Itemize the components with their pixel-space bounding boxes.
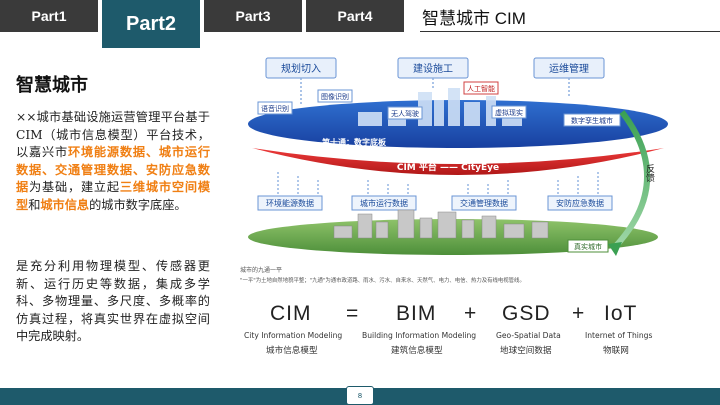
- section-heading: 智慧城市: [16, 75, 88, 96]
- tab-part1[interactable]: Part1: [0, 0, 98, 32]
- real-buildings: [333, 209, 549, 239]
- top-box-construction-label: 建设施工: [413, 62, 453, 75]
- eq-gsd: GSD: [502, 302, 551, 325]
- para1-mid2: 和: [28, 197, 41, 212]
- para1-highlight-model: 三维城市空间模型: [16, 180, 211, 212]
- label-twin-city: 数字孪生城市: [571, 116, 613, 125]
- label-driving: 无人驾驶: [391, 109, 419, 118]
- data-arrows: [277, 170, 599, 194]
- label-speech: 语音识别: [261, 104, 289, 113]
- slide-title: 智慧城市 CIM: [408, 0, 720, 32]
- base-label: 第十通：数字底板: [322, 137, 387, 147]
- data-box-security: 安防应急数据: [556, 198, 604, 208]
- tab-part2-active[interactable]: Part2: [102, 0, 200, 48]
- feedback-label: 反馈: [644, 164, 655, 183]
- eq-cn-cim: 城市信息模型: [266, 346, 318, 356]
- data-box-traffic: 交通管理数据: [460, 198, 508, 208]
- label-ai: 人工智能: [467, 84, 495, 93]
- eq-bim: BIM: [396, 302, 437, 325]
- cim-diagram: 规划切入 建设施工 运维管理 语音识别 图像识别 无人驾驶: [238, 52, 678, 292]
- data-boxes: 环境能源数据 城市运行数据 交通管理数据 安防应急数据: [257, 195, 613, 211]
- page-number: 8: [346, 386, 374, 405]
- para1-highlight-info: 城市信息: [40, 197, 90, 212]
- title-underline: [420, 31, 720, 32]
- top-box-operation: 运维管理: [533, 57, 605, 79]
- caption-title: 城市的九通一平: [240, 266, 282, 274]
- eq-en-cim: City Information Modeling: [244, 331, 343, 340]
- detail-paragraph: 是充分利用物理模型、传感器更新、运行历史等数据，集成多学科、多物理量、多尺度、多…: [16, 259, 210, 344]
- tab-part3[interactable]: Part3: [204, 0, 302, 32]
- para1-mid1: 为基础，建立起: [29, 180, 120, 195]
- tab-part4[interactable]: Part4: [306, 0, 404, 32]
- eq-en-iot: Internet of Things: [585, 331, 653, 340]
- eq-cn-bim: 建筑信息模型: [391, 346, 443, 356]
- eq-en-gsd: Geo-Spatial Data: [496, 331, 561, 340]
- eq-cim: CIM: [270, 302, 312, 325]
- caption-text: "一平"为土地自然地貌平整；"九通"为通市政道路、雨水、污水、自来水、天然气、电…: [240, 276, 525, 284]
- tab-bar: Part1 Part2 Part3 Part4 智慧城市 CIM: [0, 0, 720, 48]
- eq-en-bim: Building Information Modeling: [362, 331, 477, 340]
- para1-intro: ××城市基础设施运营管理平台基于CIM（城市信息模型）平台技术，以嘉兴市: [16, 110, 210, 160]
- eq-plus-2: +: [572, 302, 586, 325]
- top-box-planning: 规划切入: [265, 57, 337, 79]
- cim-diagram-svg: 规划切入 建设施工 运维管理 语音识别 图像识别 无人驾驶: [240, 57, 668, 284]
- real-city-label: 真实城市: [574, 242, 602, 251]
- intro-paragraph: ××城市基础设施运营管理平台基于CIM（城市信息模型）平台技术，以嘉兴市环境能源…: [16, 109, 210, 215]
- para1-highlight-data: 环境能源数据、城市运行数据、交通管理数据、安防应急数据: [16, 145, 211, 195]
- label-image: 图像识别: [321, 92, 349, 101]
- feedback-arrow: [611, 110, 651, 251]
- top-arrows: [300, 78, 570, 104]
- eq-iot: IoT: [604, 302, 638, 325]
- para1-end: 的城市数字底座。: [89, 197, 187, 212]
- real-city-box: [567, 239, 609, 253]
- platform-label: CIM 平台 —— CityEye: [397, 161, 499, 173]
- inner-labels: 语音识别 图像识别 无人驾驶 人工智能 虚拟现实 数字孪生城市: [257, 81, 621, 127]
- data-box-operation: 城市运行数据: [360, 198, 408, 208]
- top-box-operation-label: 运维管理: [549, 62, 589, 75]
- eq-cn-iot: 物联网: [603, 346, 629, 356]
- cim-platform-band: [252, 148, 664, 175]
- top-box-planning-label: 规划切入: [281, 62, 321, 75]
- feedback-arrowhead: [608, 242, 622, 256]
- label-vr: 虚拟现实: [495, 108, 523, 117]
- data-box-energy: 环境能源数据: [266, 198, 314, 208]
- top-box-construction: 建设施工: [397, 57, 469, 79]
- eq-plus-1: +: [464, 302, 478, 325]
- eq-cn-gsd: 地球空间数据: [500, 346, 552, 356]
- eq-equals: =: [346, 302, 360, 325]
